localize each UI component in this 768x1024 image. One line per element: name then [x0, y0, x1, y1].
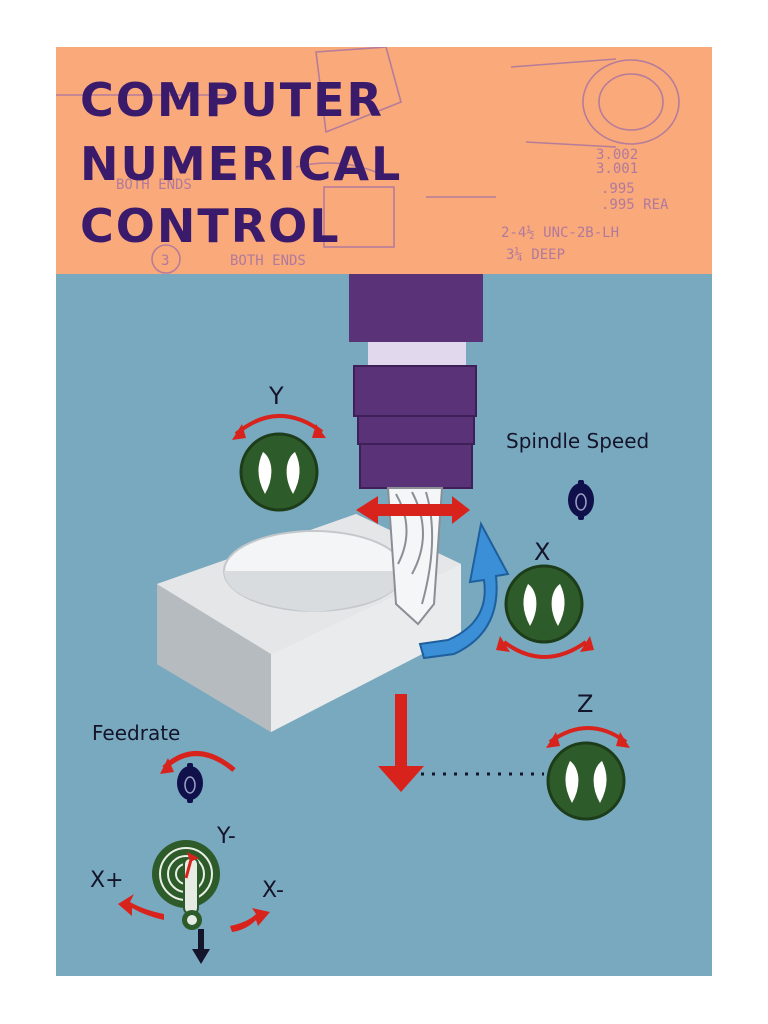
y-axis-knob-icon[interactable] [232, 414, 326, 512]
jog-x-minus-label: X- [262, 878, 284, 903]
sketch-dim-995-rea: .995 REA [601, 197, 669, 213]
sketch-dim-995: .995 [601, 181, 635, 197]
y-axis-label: Y [268, 382, 284, 410]
z-axis-knob-icon[interactable] [546, 726, 630, 821]
jog-x-plus-label: X+ [90, 868, 124, 893]
feedrate-knob-icon[interactable] [160, 751, 236, 804]
jog-x-plus-arrow [118, 894, 164, 920]
cnc-cover: 3.002 3.001 BOTH ENDS .995 .995 REA 2-4½… [56, 47, 712, 976]
spindle-speed-label: Spindle Speed [506, 429, 649, 453]
x-axis-knob-icon[interactable] [496, 564, 594, 659]
sketch-depth: 3¼ DEEP [506, 247, 565, 263]
title-line-2: NUMERICAL [80, 137, 403, 191]
title-line-3: CONTROL [80, 199, 341, 253]
sketch-dim-3002: 3.002 [596, 147, 638, 163]
jog-y-minus-label: Y- [216, 824, 236, 849]
spindle-rotation-arrow [418, 521, 510, 660]
sketch-both-ends-top: BOTH ENDS [116, 177, 192, 193]
title-line-1: COMPUTER [80, 73, 384, 127]
blueprint-sketch: 3.002 3.001 BOTH ENDS .995 .995 REA 2-4½… [56, 47, 680, 274]
cnc-illustration-panel: Y Spindle Speed X Z Feedrate [56, 274, 712, 976]
x-motion-arrow [356, 496, 470, 524]
z-motion-arrow [378, 694, 424, 792]
jog-x-minus-arrow [230, 908, 270, 932]
cnc-illustration: Y Spindle Speed X Z Feedrate [90, 274, 649, 964]
jog-y-plus-arrow [192, 929, 210, 964]
spindle-speed-knob-icon[interactable] [567, 479, 595, 521]
sketch-thread-spec: 2-4½ UNC-2B-LH [501, 225, 619, 241]
sketch-both-ends-bottom: BOTH ENDS [230, 253, 306, 269]
title-banner: 3.002 3.001 BOTH ENDS .995 .995 REA 2-4½… [56, 47, 712, 274]
spindle-head [349, 274, 483, 489]
sketch-circle-number: 3 [161, 253, 169, 269]
x-axis-label: X [534, 538, 550, 566]
workpiece-block [157, 514, 461, 732]
sketch-dim-3001: 3.001 [596, 161, 638, 177]
jog-joystick-icon[interactable] [152, 840, 220, 930]
feedrate-label: Feedrate [92, 721, 180, 745]
z-axis-label: Z [577, 690, 593, 718]
end-mill-cutter [386, 487, 444, 626]
